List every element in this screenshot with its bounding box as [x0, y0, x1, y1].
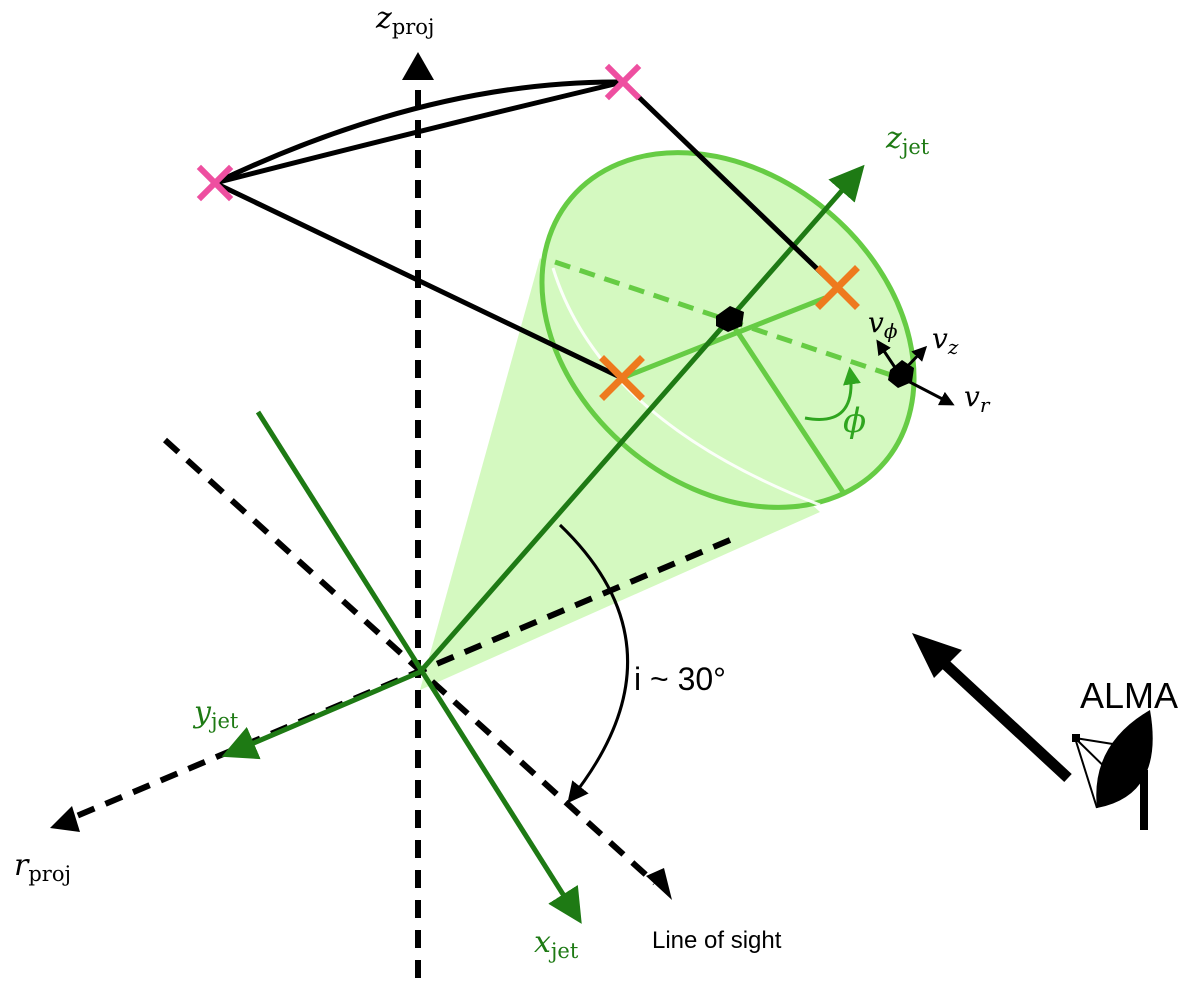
- ellipse-radius-down: [732, 326, 848, 497]
- z-proj-label: zproj: [375, 1, 434, 39]
- v-phi-arrow: [876, 339, 900, 373]
- r-proj-arrowhead: [50, 806, 80, 832]
- orange-marker-right: [815, 265, 860, 310]
- v-z-label: vz: [932, 322, 959, 359]
- z-jet-axis: [418, 164, 865, 674]
- inclination-arc: [558, 523, 630, 804]
- orange-marker-left: [599, 355, 645, 401]
- phi-rotation-arrow: [804, 366, 861, 421]
- magenta-marker-left: [196, 164, 234, 202]
- v-r-arrow: [901, 376, 955, 406]
- line-of-sight-label: Line of sight: [652, 927, 782, 954]
- outflow-cone: [420, 258, 820, 690]
- projected-ring-lower: [214, 79, 624, 186]
- magenta-marker-top: [604, 63, 642, 101]
- v-z-arrow: [900, 345, 928, 374]
- telescope-label: ALMA: [1080, 675, 1178, 716]
- line-of-sight-axis: [162, 437, 658, 886]
- inclination-label: i ~ 30°: [634, 661, 726, 697]
- v-phi-label: vϕ: [868, 306, 898, 343]
- line-of-sight-arrowhead: [646, 868, 672, 900]
- ellipse-radius-left: [621, 295, 826, 381]
- y-jet-label: yjet: [192, 695, 239, 733]
- projection-line-right: [621, 80, 837, 288]
- x-jet-label: xjet: [534, 925, 579, 963]
- z-jet-label: zjet: [885, 121, 930, 159]
- x-jet-axis: [255, 410, 582, 924]
- r-proj-label: rproj: [14, 848, 71, 886]
- projected-ring-upper: [213, 79, 624, 186]
- z-proj-arrowhead: [402, 52, 434, 80]
- ellipse-edge-gap: [551, 267, 821, 507]
- phi-label: ϕ: [843, 401, 866, 441]
- gas-parcel-center: [716, 306, 744, 332]
- observer-arrowhead: [912, 633, 962, 678]
- radio-dish-icon: [1072, 710, 1153, 830]
- projection-line-left: [213, 180, 624, 381]
- y-jet-axis: [221, 669, 421, 760]
- v-r-label: vr: [964, 380, 991, 417]
- ellipse-dashed-diameter: [554, 259, 901, 381]
- observer-direction-arrow: [941, 659, 1072, 783]
